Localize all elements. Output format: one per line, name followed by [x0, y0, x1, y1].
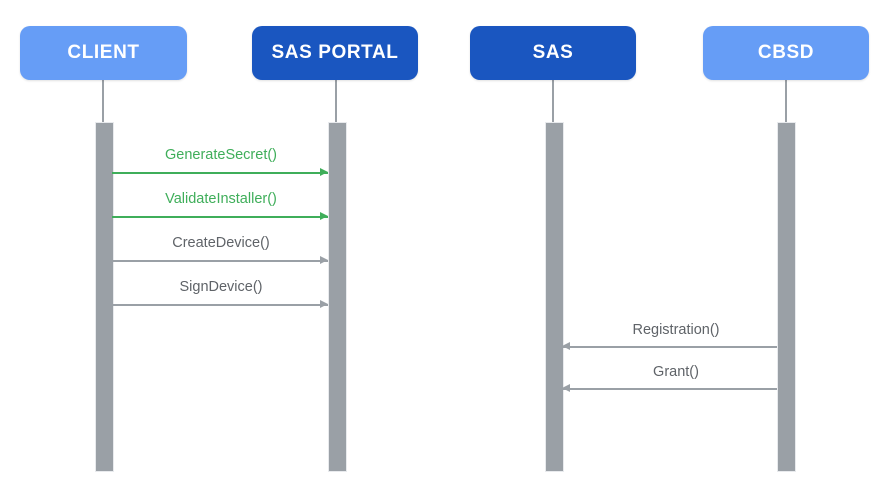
activation-bar-client: [95, 122, 114, 472]
arrow-head-left-icon-4: [562, 342, 570, 351]
message-line-3: [112, 304, 328, 306]
message-line-1: [112, 216, 328, 218]
actor-label-cbsd: CBSD: [757, 42, 815, 63]
arrow-head-left-icon-5: [562, 384, 570, 393]
message-label-2: CreateDevice(): [172, 235, 270, 251]
message-line-5: [562, 388, 777, 390]
message-label-4: Registration(): [632, 322, 720, 338]
actor-label-sas-portal: SAS PORTAL: [271, 42, 399, 63]
message-label-0: GenerateSecret(): [164, 147, 278, 163]
arrow-head-right-icon-0: [320, 168, 328, 177]
actor-box-cbsd[interactable]: CBSD: [703, 26, 869, 80]
actor-label-sas: SAS: [532, 42, 574, 63]
lifeline-sas-portal: [335, 80, 337, 122]
arrow-head-right-icon-3: [320, 300, 328, 309]
lifeline-client: [102, 80, 104, 122]
lifeline-cbsd: [785, 80, 787, 122]
arrow-head-right-icon-1: [320, 212, 328, 221]
lifeline-sas: [552, 80, 554, 122]
activation-bar-cbsd: [777, 122, 796, 472]
message-label-1: ValidateInstaller(): [165, 191, 277, 207]
arrow-head-right-icon-2: [320, 256, 328, 265]
actor-label-client: CLIENT: [67, 42, 140, 63]
actor-box-sas-portal[interactable]: SAS PORTAL: [252, 26, 418, 80]
actor-box-sas[interactable]: SAS: [470, 26, 636, 80]
actor-box-client[interactable]: CLIENT: [20, 26, 187, 80]
activation-bar-sas-portal: [328, 122, 347, 472]
message-line-0: [112, 172, 328, 174]
message-line-2: [112, 260, 328, 262]
message-label-3: SignDevice(): [179, 279, 263, 295]
message-label-5: Grant(): [653, 364, 699, 380]
activation-bar-sas: [545, 122, 564, 472]
message-line-4: [562, 346, 777, 348]
